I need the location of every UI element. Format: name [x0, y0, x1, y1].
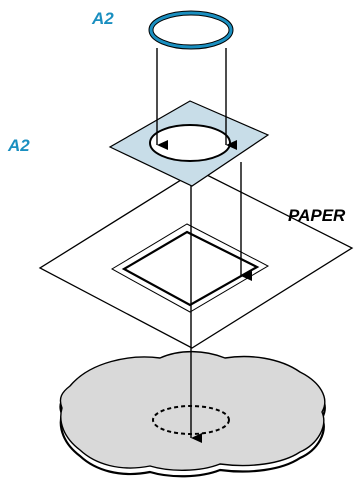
- plate-part: [108, 100, 270, 187]
- label-paper: PAPER: [288, 206, 346, 225]
- label-plate-part: A2: [7, 136, 30, 155]
- ring-part: [148, 10, 234, 50]
- assembly-arrows: [156, 48, 252, 443]
- paper-sheet: [38, 169, 354, 349]
- base-blob: [59, 350, 326, 478]
- label-ring-part: A2: [91, 9, 114, 28]
